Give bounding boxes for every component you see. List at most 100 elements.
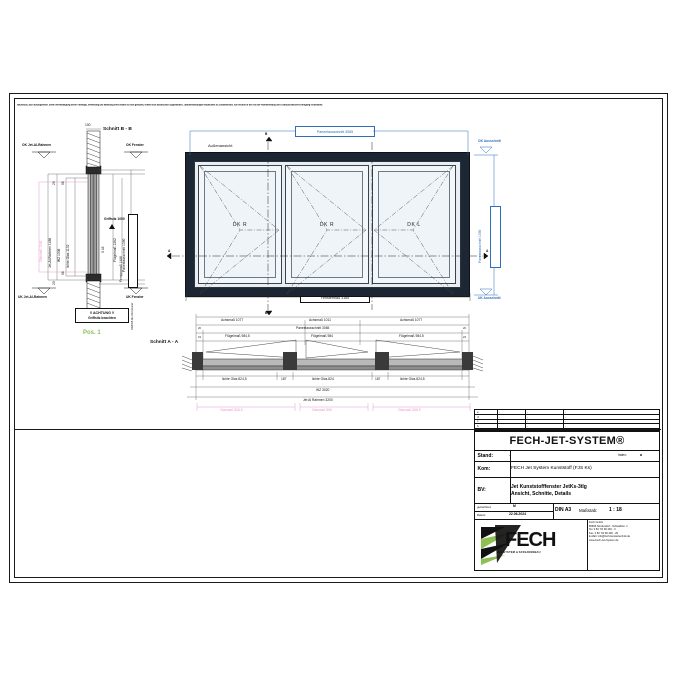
dim-glasmass-1: Glasmaß 858,5 xyxy=(220,408,243,412)
label-uk-jet-al-rahmen: UK Jet-Al-Rahmen xyxy=(18,295,47,299)
dim-fluegelmass-2: Flügelmaß 984 xyxy=(311,334,333,338)
sash-label-middle: DK R xyxy=(319,221,335,228)
dim-fenstermass-bottom: Fenstermaß 3165 xyxy=(320,295,350,300)
address-line-3: Fax. 0 82 73/ 99 430 - 29 xyxy=(589,531,618,535)
label-uk-fenster: UK Fenster xyxy=(126,295,144,299)
label-ok-jet-al-rahmen: OK Jet-Al-Rahmen xyxy=(22,143,52,147)
attention-text: Griffsitz beachten xyxy=(88,315,116,320)
attention-title: !! ACHTUNG !! xyxy=(89,310,115,315)
copyright-disclaimer: Nachdruck, auch auszugsweise, sowie Verv… xyxy=(17,104,323,107)
window-frame-inner: DK R DK R DK L xyxy=(194,161,461,288)
dim-23-left: 23 xyxy=(198,336,201,339)
sash-label-right: DK L xyxy=(407,221,421,228)
stand-value: - xyxy=(509,452,511,458)
label-schnitt-bb: Schnitt B - B xyxy=(103,127,132,132)
label-uk-ausschnitt: UK Ausschnitt xyxy=(478,296,501,300)
revision-row-3-index: b xyxy=(477,423,479,428)
company-logo: FECH JET SYSTEM ■ FASSADENBAU xyxy=(475,519,588,570)
dim-wz-plan: WZ 3020 xyxy=(316,388,330,392)
revision-header-index: Index xyxy=(477,428,485,432)
window-elevation: DK R DK R DK L xyxy=(185,152,470,297)
dim-edge-right: 20 xyxy=(463,327,466,330)
sash-left: DK R xyxy=(198,165,282,284)
sheet-inner-border xyxy=(14,98,663,578)
address-line-1: 86695 Nordendorf - Schwalbstr. 1 xyxy=(589,524,628,528)
revision-header-change: Kurzangabe der Änderung xyxy=(565,428,603,432)
title-block: FECH-JET-SYSTEM® Stand: - Index: a Kom: … xyxy=(474,431,660,571)
revision-row-1-name: - xyxy=(527,414,528,419)
glass-pane-left xyxy=(204,171,276,278)
dim-lichte-glas-1: lichte Glas 824,5 xyxy=(222,377,247,381)
revision-row-3-name: - xyxy=(527,423,528,428)
dim-glasmass-2: Glasmaß 858 xyxy=(312,408,332,412)
revision-row-0-name: - xyxy=(527,410,528,415)
index-value: a xyxy=(640,452,642,457)
revision-row-3-change: - xyxy=(565,423,566,428)
sash-right: DK L xyxy=(372,165,456,284)
logo-tagline: JET SYSTEM ■ FASSADENBAU xyxy=(497,551,541,554)
address-line-2: Tel. 0 82 73/ 99 430 - 0 xyxy=(589,528,616,531)
label-ok-ausschnitt: OK Ausschnitt xyxy=(478,139,501,143)
kom-label: Kom: xyxy=(477,466,491,472)
sheet-horizontal-divider xyxy=(14,429,661,430)
company-address: Fech GmbH 86695 Nordendorf - Schwalbstr.… xyxy=(589,521,659,542)
attention-box: !! ACHTUNG !! Griffsitz beachten xyxy=(75,308,129,323)
dim-paneelausschnitt-top-box: Paneelausschnitt 3065 xyxy=(295,126,375,137)
dim-fluegelmass-3: Flügelmaß 984,5 xyxy=(399,334,424,338)
sash-label-left: DK R xyxy=(232,221,248,228)
label-position: Pos. 1 xyxy=(83,330,101,336)
label-griffsitz: Griffsitz 1050 xyxy=(104,217,125,221)
revision-row-2-datum: - xyxy=(499,419,500,424)
stand-label: Stand: xyxy=(477,452,494,459)
label-ok-fenster: OK Fenster xyxy=(126,143,144,147)
gezeichnet-label: gezeichnet: xyxy=(477,504,492,509)
revision-row-1-index: d xyxy=(477,414,479,419)
scale-value: 1 : 18 xyxy=(609,507,622,514)
revision-header-name: Name xyxy=(527,428,535,432)
title-block-company: FECH-JET-SYSTEM® xyxy=(475,432,659,451)
dim-lichte-glas-3: lichte Glas 824,5 xyxy=(400,377,425,381)
dim-jet-al-rahmen-plan: Jet Al Rahmen 3200 xyxy=(303,398,333,402)
datum-value: 22.06.2024 xyxy=(509,512,526,517)
scale-label: Maßstab: xyxy=(579,507,598,513)
dim-stulp-1: 187 xyxy=(281,377,287,381)
section-mark-b-top: B xyxy=(265,132,268,136)
dim-paneelausschnitt-plan: Paneelausschnitt 3065 xyxy=(296,326,330,330)
revision-header-datum: Datum xyxy=(499,428,508,432)
dim-fluegelmass-1: Flügelmaß 984,5 xyxy=(225,334,250,338)
kom-value: FECH Jet System Kunststoff (FJS Ks) xyxy=(511,466,592,471)
dim-top-100: 100 xyxy=(85,123,91,127)
revision-row-2-name: - xyxy=(527,419,528,424)
dim-lichte-glas-2: lichte Glas 824 xyxy=(312,377,334,381)
dim-achsmass-3: Achsmaß 1077 xyxy=(400,318,423,322)
logo-wordmark: FECH xyxy=(505,529,556,551)
address-line-4: E-Mail: info@fech-fenstertechnik.de xyxy=(589,535,631,538)
dim-edge-left: 20 xyxy=(198,327,201,330)
bv-label: BV: xyxy=(477,487,486,493)
revision-row-0-change: - xyxy=(565,410,566,415)
section-mark-a-right: A xyxy=(486,249,489,253)
logo-graphic xyxy=(481,525,521,565)
dim-paneelausschnitt-top: Paneelausschnitt 3065 xyxy=(316,129,354,134)
dim-23-right: 23 xyxy=(463,336,466,339)
section-mark-b-bottom: B xyxy=(265,311,268,315)
revision-row-1-change: - xyxy=(565,414,566,419)
datum-label: Datum: xyxy=(477,512,487,517)
gezeichnet-value: M xyxy=(513,504,516,509)
bv-line2: Ansicht, Schnitte, Details xyxy=(511,491,572,497)
dim-glasmass-3: Glasmaß 858,5 xyxy=(398,408,421,412)
dim-stulp-2: 187 xyxy=(375,377,381,381)
index-label: Index: xyxy=(618,453,627,457)
dim-achsmass-2: Achsmaß 1011 xyxy=(309,318,331,322)
revision-row-1-datum: - xyxy=(499,414,500,419)
revision-row-2-change: - xyxy=(565,419,566,424)
dim-fenstermass-box: Fenstermaß 1486 xyxy=(119,214,138,288)
section-mark-a-left: A xyxy=(168,249,171,253)
revision-row-3-datum: - xyxy=(499,423,500,428)
glass-pane-middle xyxy=(291,171,363,278)
revision-row-0-index: e xyxy=(477,410,479,415)
sheet-format: DIN A3 xyxy=(555,507,572,513)
